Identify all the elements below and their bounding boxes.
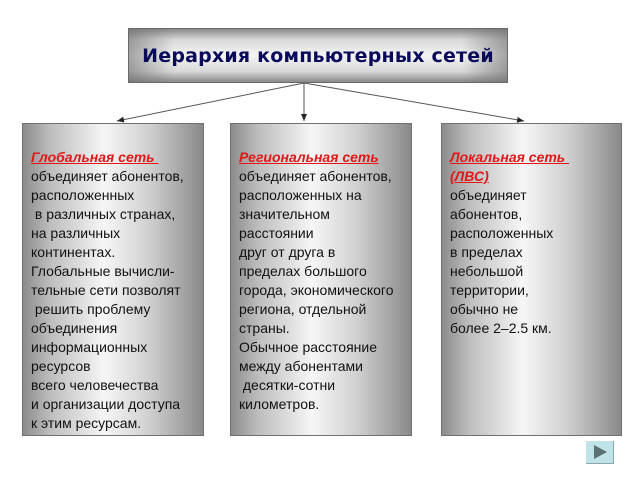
diagram-title: Иерархия компьютерных сетей <box>142 45 494 67</box>
global-network-box: Глобальная сеть объединяет абонентов, ра… <box>22 123 204 436</box>
global-network-description: объединяет абонентов, расположенных в ра… <box>31 168 184 431</box>
regional-network-heading: Региональная сеть <box>239 149 379 165</box>
regional-network-description: объединяет абонентов, расположенных на з… <box>239 168 394 412</box>
title-box: Иерархия компьютерных сетей <box>128 28 508 83</box>
arrow-to-local <box>303 82 525 123</box>
arrow-to-global <box>116 82 305 123</box>
regional-network-box: Региональная сеть объединяет абонентов, … <box>230 123 412 436</box>
local-network-box: Локальная сеть (ЛВС) объединяет абоненто… <box>441 123 622 436</box>
global-network-heading: Глобальная сеть <box>31 149 159 165</box>
local-network-description: объединяет абонентов, расположенных в пр… <box>450 187 554 336</box>
play-icon <box>594 445 607 459</box>
next-slide-button[interactable] <box>586 441 614 464</box>
local-network-heading: Локальная сеть (ЛВС) <box>450 149 566 184</box>
